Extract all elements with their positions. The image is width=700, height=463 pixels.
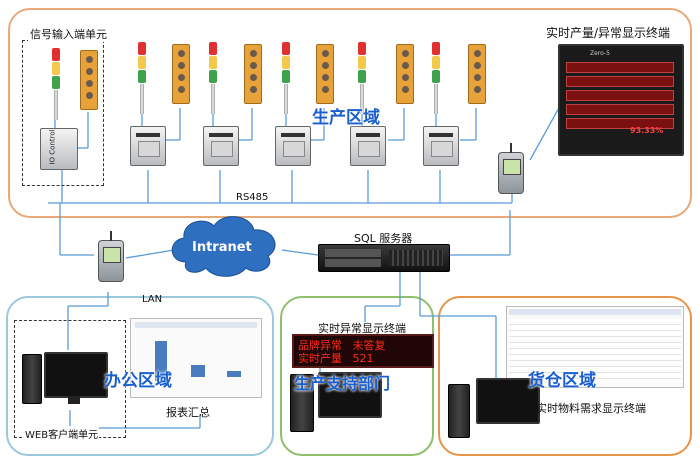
io-control-box-2 [130, 126, 166, 166]
io-control-box-4 [275, 126, 311, 166]
led-anomaly-board: 品牌异常 未答复 实时产量 521 [292, 334, 434, 368]
production-zone-border [8, 8, 692, 218]
led-line-1: 品牌异常 未答复 [298, 339, 386, 352]
realtime-display-label: 实时产量/异常显示终端 [546, 26, 671, 40]
material-table-screenshot [506, 306, 684, 388]
support-zone-border [280, 296, 434, 456]
anomaly-display-label: 实时异常显示终端 [318, 322, 406, 335]
office-monitor-stand [68, 396, 80, 404]
material-display-label: 实时物料需求显示终端 [536, 402, 646, 415]
production-handheld-terminal [498, 143, 524, 194]
signal-input-unit-label: 信号输入端单元 [28, 26, 109, 42]
office-zone-border [6, 296, 274, 456]
rs485-label: RS485 [236, 192, 269, 203]
input-button-panel-3 [244, 44, 262, 104]
lan-label: LAN [142, 294, 163, 305]
dashboard-percent: 93.33% [630, 126, 664, 135]
input-button-panel-5 [396, 44, 414, 104]
web-client-unit-label: WEB客户端单元 [24, 426, 100, 441]
input-button-panel-2 [172, 44, 190, 104]
warehouse-monitor [476, 378, 540, 424]
sql-server-rack [318, 244, 450, 272]
intranet-label: Intranet [192, 240, 252, 255]
office-monitor [44, 352, 108, 398]
tower-light-6 [432, 42, 440, 114]
office-zone-label: 办公区域 [104, 371, 172, 391]
tower-light-3 [209, 42, 217, 114]
support-pc-tower [290, 374, 314, 432]
network-handheld-terminal [98, 231, 124, 282]
tower-light-4 [282, 42, 290, 114]
tower-light-1 [52, 48, 60, 120]
report-summary-label: 报表汇总 [166, 406, 210, 419]
warehouse-pc-tower [448, 384, 470, 438]
io-control-box-6 [423, 126, 459, 166]
tower-light-5 [358, 42, 366, 114]
tower-light-2 [138, 42, 146, 114]
io-control-box-1: IO Control [40, 128, 78, 170]
warehouse-zone-label: 货仓区域 [528, 371, 596, 391]
office-pc-tower [22, 354, 42, 404]
warehouse-zone-border [438, 296, 692, 456]
input-button-panel-1 [80, 50, 98, 110]
support-zone-label: 生产支持部门 [294, 374, 391, 393]
sql-server-label: SQL 服务器 [354, 232, 413, 245]
input-button-panel-6 [468, 44, 486, 104]
io-control-box-5 [350, 126, 386, 166]
realtime-production-display: Zero-5 93.33% [558, 44, 684, 156]
report-chart-screenshot [130, 318, 262, 398]
input-button-panel-4 [316, 44, 334, 104]
dashboard-header: Zero-5 [590, 50, 610, 57]
io-control-box-3 [203, 126, 239, 166]
production-zone-label: 生产区域 [312, 108, 380, 128]
dashboard-rows [566, 62, 674, 132]
support-monitor [318, 372, 382, 418]
led-line-2: 实时产量 521 [298, 352, 374, 365]
